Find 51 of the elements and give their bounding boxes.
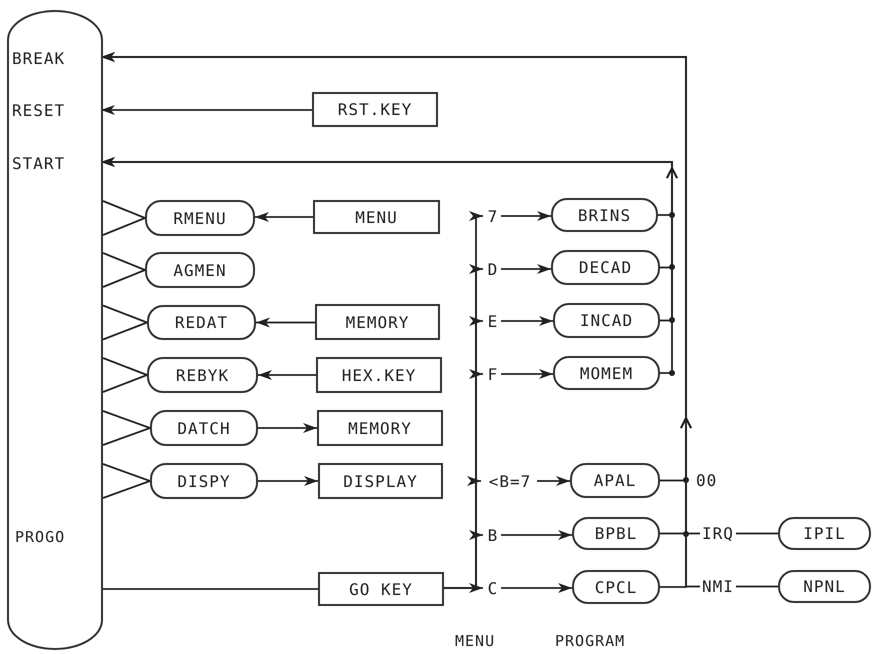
column-heading: PROGRAM [555, 632, 626, 650]
program-box: MOMEM [553, 356, 660, 390]
routine-box: RMENU [145, 200, 255, 236]
program-box: BRINS [551, 198, 658, 232]
program-box: APAL [570, 463, 660, 498]
routine-box: DISPY [150, 463, 258, 499]
process-box: MEMORY [317, 410, 443, 446]
fork-line [102, 463, 151, 499]
process-box: RST.KEY [312, 92, 438, 127]
arrow [444, 583, 483, 593]
routine-box: DATCH [150, 410, 258, 446]
fork-line [102, 252, 146, 288]
arrow [501, 316, 553, 326]
program-box: CPCL [572, 570, 660, 604]
entry-label: BREAK [9, 46, 101, 70]
arrow [501, 264, 551, 274]
arrow [256, 318, 315, 328]
arrow [255, 212, 313, 222]
column-heading: MENU [455, 632, 496, 650]
arrow [537, 476, 570, 486]
arrow [101, 105, 312, 115]
connector-line [103, 588, 318, 590]
arrow [501, 530, 572, 540]
arrow [258, 370, 316, 380]
fork-line [102, 200, 146, 236]
program-box: BPBL [572, 517, 660, 550]
process-box: MENU [313, 200, 440, 234]
arrow [501, 211, 551, 221]
program-box: INCAD [553, 303, 660, 338]
routine-box: REDAT [147, 305, 256, 340]
arrow [258, 423, 317, 433]
process-box: DISPLAY [318, 463, 443, 499]
program-box: DECAD [551, 250, 660, 285]
arrow [501, 583, 572, 593]
capsule-label: PROGO [15, 528, 66, 546]
entry-label: RESET [9, 98, 101, 122]
program-box: NPNL [778, 570, 871, 603]
edge-label: IRQ [700, 525, 736, 543]
fork-line [102, 410, 151, 446]
fork-line [102, 304, 148, 340]
arrow [501, 369, 553, 379]
arrow [258, 476, 318, 486]
program-box: IPIL [778, 517, 871, 550]
routine-box: AGMEN [145, 252, 255, 288]
process-box: GO KEY [318, 572, 444, 606]
terminal-capsule [7, 10, 103, 650]
entry-label: START [9, 151, 101, 175]
fork-line [102, 357, 148, 393]
process-box: MEMORY [315, 304, 440, 340]
process-box: HEX.KEY [316, 357, 442, 393]
routine-box: REBYK [147, 357, 258, 393]
